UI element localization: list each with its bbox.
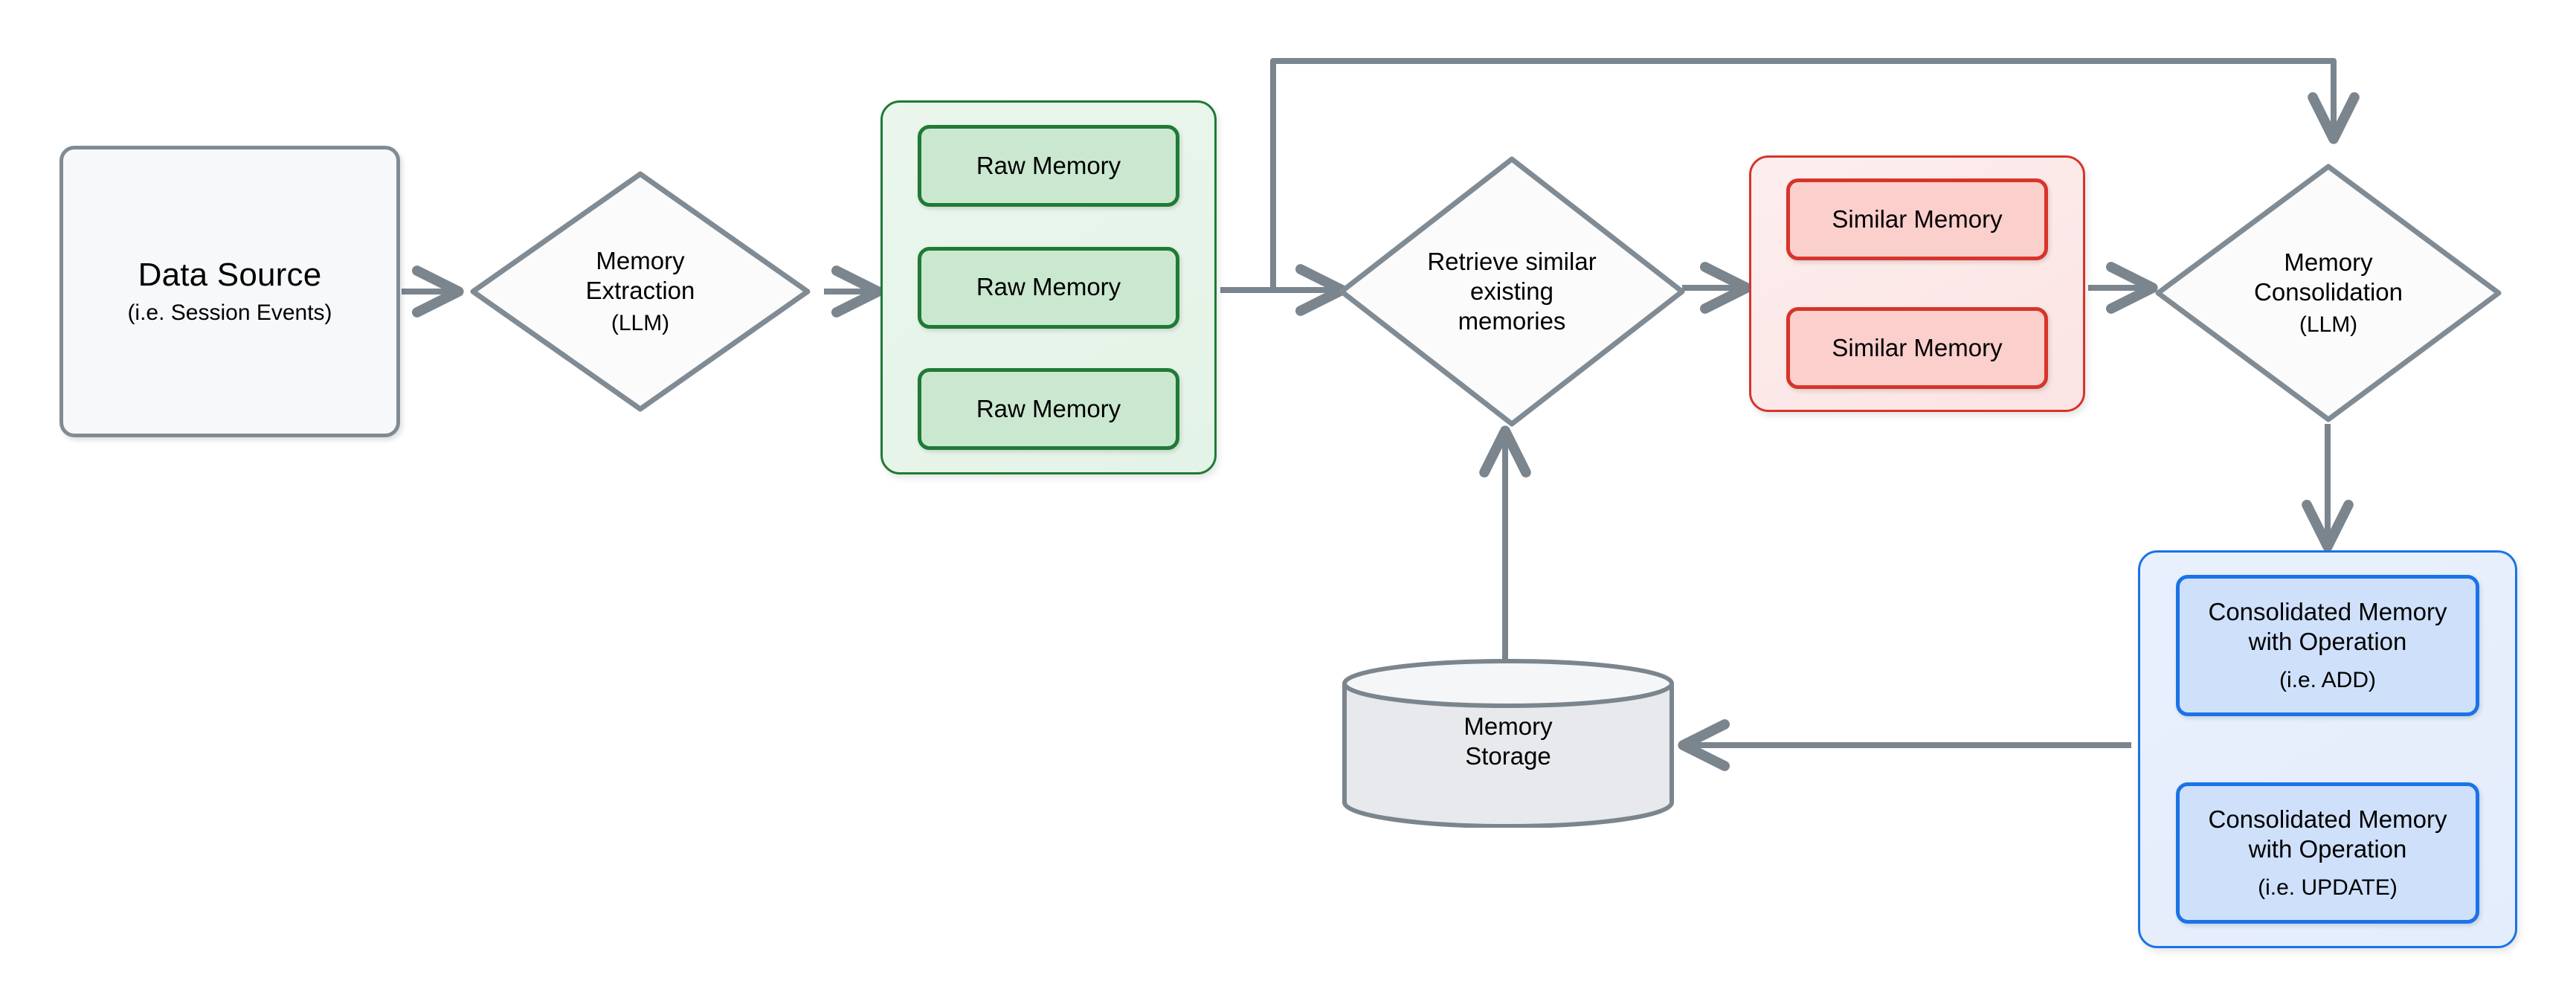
group-raw-memory[interactable]: Raw Memory Raw Memory Raw Memory <box>880 100 1217 474</box>
node-memory-consolidation[interactable]: Memory Consolidation (LLM) <box>2154 162 2503 424</box>
memory-storage-cylinder-shape <box>1342 659 1674 828</box>
raw-memory-label: Raw Memory <box>976 394 1121 422</box>
similar-memory-chip[interactable]: Similar Memory <box>1786 178 2048 260</box>
retrieve-similar-title-line2: existing <box>1470 277 1553 305</box>
consolidated-memory-operation: (i.e. ADD) <box>2279 668 2377 693</box>
consolidated-memory-line1: Consolidated Memory <box>2208 805 2447 833</box>
retrieve-similar-title-line1: Retrieve similar <box>1427 247 1597 275</box>
retrieve-similar-title-line3: memories <box>1458 307 1566 335</box>
memory-consolidation-title-line2: Consolidation <box>2254 278 2403 306</box>
raw-memory-chip[interactable]: Raw Memory <box>918 246 1179 329</box>
consolidated-memory-chip[interactable]: Consolidated Memory with Operation (i.e.… <box>2176 782 2479 924</box>
group-consolidated-memory[interactable]: Consolidated Memory with Operation (i.e.… <box>2138 550 2517 948</box>
node-memory-extraction[interactable]: Memory Extraction (LLM) <box>468 170 812 413</box>
memory-consolidation-title-line1: Memory <box>2284 248 2373 276</box>
raw-memory-label: Raw Memory <box>976 273 1121 301</box>
similar-memory-chip[interactable]: Similar Memory <box>1786 307 2048 389</box>
node-memory-storage[interactable]: Memory Storage <box>1339 658 1678 828</box>
raw-memory-label: Raw Memory <box>976 151 1121 179</box>
node-data-source[interactable]: Data Source (i.e. Session Events) <box>59 146 400 437</box>
memory-extraction-title-line2: Extraction <box>585 277 695 304</box>
retrieve-similar-diamond-shape <box>1339 156 1685 427</box>
memory-extraction-title-line1: Memory <box>596 246 685 274</box>
memory-storage-title-line1: Memory <box>1464 712 1553 740</box>
consolidated-memory-line2: with Operation <box>2248 835 2407 863</box>
consolidated-memory-chip[interactable]: Consolidated Memory with Operation (i.e.… <box>2176 575 2479 716</box>
memory-storage-title-line2: Storage <box>1465 742 1551 770</box>
similar-memory-label: Similar Memory <box>1832 333 2003 361</box>
group-similar-memory[interactable]: Similar Memory Similar Memory <box>1749 155 2085 412</box>
similar-memory-label: Similar Memory <box>1832 205 2003 233</box>
raw-memory-chip[interactable]: Raw Memory <box>918 368 1179 450</box>
memory-consolidation-diamond-shape <box>2155 164 2502 422</box>
memory-consolidation-subtitle: (LLM) <box>2299 312 2358 338</box>
consolidated-memory-line2: with Operation <box>2248 628 2407 655</box>
data-source-subtitle: (i.e. Session Events) <box>127 300 332 326</box>
raw-memory-chip[interactable]: Raw Memory <box>918 125 1179 207</box>
consolidated-memory-line1: Consolidated Memory <box>2208 597 2447 625</box>
data-source-title: Data Source <box>138 256 322 293</box>
memory-extraction-diamond-shape <box>470 171 811 412</box>
node-retrieve-similar-memories[interactable]: Retrieve similar existing memories <box>1337 155 1687 428</box>
memory-extraction-subtitle: (LLM) <box>611 311 670 336</box>
consolidated-memory-operation: (i.e. UPDATE) <box>2258 875 2398 901</box>
